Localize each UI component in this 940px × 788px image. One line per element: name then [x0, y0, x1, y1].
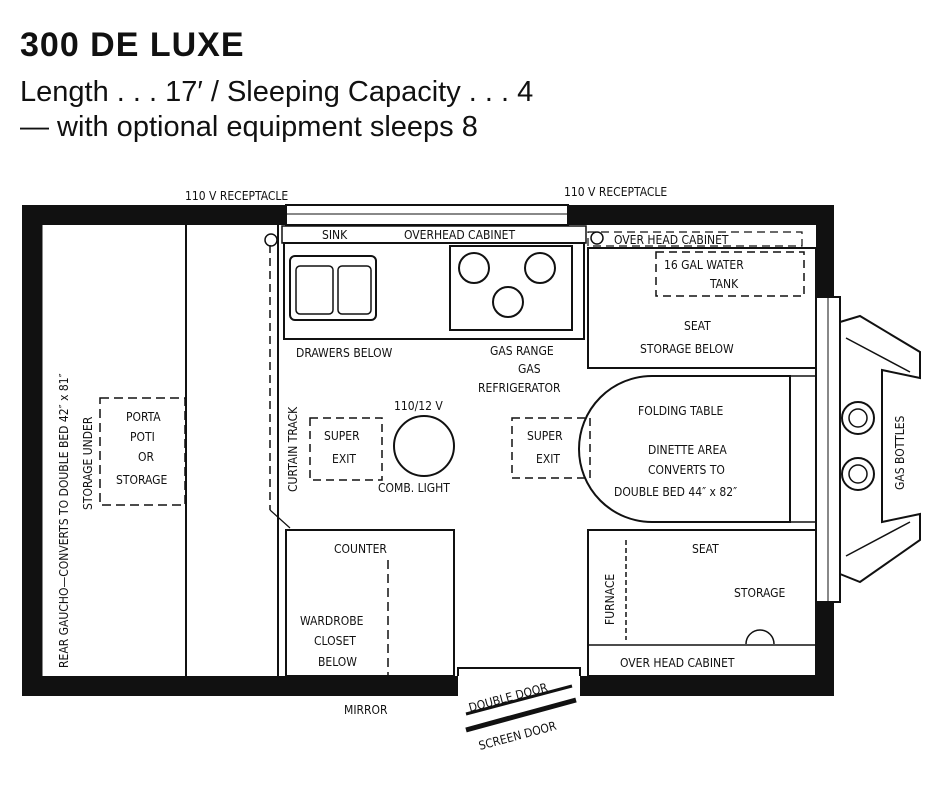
- curtain-track-label: CURTAIN TRACK: [286, 406, 300, 492]
- screen-door: [465, 697, 577, 733]
- super-exit-left: [309, 417, 383, 481]
- overhead-cabinet-top-label: OVERHEAD CABINET: [404, 228, 515, 242]
- wall-bottom-right: [580, 676, 834, 696]
- receptacle-right-icon: [590, 231, 604, 245]
- furnace-label: FURNACE: [603, 574, 617, 625]
- water-tank: [655, 251, 805, 297]
- below-label: BELOW: [318, 655, 357, 669]
- specs-line-capacity: — with optional equipment sleeps 8: [20, 111, 478, 143]
- storage-below-label: STORAGE BELOW: [640, 342, 734, 356]
- water-tank-label-1: 16 GAL WATER: [664, 258, 744, 272]
- burner-3: [492, 286, 524, 318]
- drawers-below-label: DRAWERS BELOW: [296, 346, 393, 360]
- gas-bottles-label: GAS BOTTLES: [893, 415, 907, 490]
- water-tank-label-2: TANK: [709, 277, 739, 291]
- storage-bottom-label: STORAGE: [734, 586, 785, 600]
- galley-counter: [283, 242, 585, 340]
- sink-outer: [289, 255, 377, 321]
- dinette-label-1: DINETTE AREA: [648, 443, 727, 457]
- closet-label: CLOSET: [314, 634, 356, 648]
- counter-label: COUNTER: [334, 542, 387, 556]
- receptacle-right-label: 110 V RECEPTACLE: [564, 185, 667, 199]
- porta-poti-storage: [99, 397, 186, 506]
- super-exit-right-label-2: EXIT: [536, 452, 560, 466]
- receptacle-left-icon: [264, 233, 278, 247]
- sink-label: SINK: [322, 228, 348, 242]
- porta-label: PORTA: [126, 410, 161, 424]
- super-exit-right: [511, 417, 591, 479]
- overhead-cabinet-right-label: OVER HEAD CABINET: [614, 233, 729, 247]
- gas-range-label: GAS RANGE: [490, 344, 554, 358]
- light-voltage-label: 110/12 V: [394, 399, 443, 413]
- gas-range: [449, 245, 573, 331]
- burner-2: [524, 252, 556, 284]
- gas-bottle-1: [841, 401, 875, 435]
- overhead-cabinet-bottom-label: OVER HEAD CABINET: [620, 656, 735, 670]
- double-door: [465, 684, 573, 716]
- overhead-cabinet-right: [587, 231, 803, 247]
- wall-bottom-left: [22, 676, 458, 696]
- wall-right-upper: [816, 205, 834, 297]
- door-opening: [457, 667, 581, 676]
- refrigerator-label: REFRIGERATOR: [478, 381, 561, 395]
- wall-top-left: [22, 205, 286, 225]
- storage-under-label: STORAGE UNDER: [81, 416, 95, 510]
- wardrobe-label: WARDROBE: [300, 614, 364, 628]
- rear-gaucho-label: REAR GAUCHO—CONVERTS TO DOUBLE BED 42″ x…: [57, 373, 71, 668]
- comb-light: [393, 415, 455, 477]
- gas-label: GAS: [518, 362, 541, 376]
- folding-table-label: FOLDING TABLE: [638, 404, 724, 418]
- super-exit-right-label-1: SUPER: [527, 429, 563, 443]
- counter-wardrobe: [285, 529, 455, 677]
- dinette-label-2: CONVERTS TO: [648, 463, 725, 477]
- mirror-label: MIRROR: [344, 703, 388, 717]
- or-label: OR: [138, 450, 154, 464]
- dinette-label-3: DOUBLE BED 44″ x 82″: [614, 485, 737, 499]
- storage-label: STORAGE: [116, 473, 167, 487]
- furnace-vent: [745, 629, 775, 645]
- gas-bottle-2: [841, 457, 875, 491]
- top-window: [285, 204, 569, 226]
- receptacle-left-label: 110 V RECEPTACLE: [185, 189, 288, 203]
- super-exit-left-label-1: SUPER: [324, 429, 360, 443]
- wall-left: [22, 205, 42, 696]
- wall-right-lower: [816, 602, 834, 696]
- model-title: 300 DE LUXE: [20, 26, 245, 64]
- wall-top-right: [568, 205, 834, 225]
- comb-light-label: COMB. LIGHT: [378, 481, 450, 495]
- burner-1: [458, 252, 490, 284]
- super-exit-left-label-2: EXIT: [332, 452, 356, 466]
- specs-line-length: Length . . . 17′ / Sleeping Capacity . .…: [20, 76, 534, 108]
- poti-label: POTI: [130, 430, 155, 444]
- seat-bottom-label: SEAT: [692, 542, 719, 556]
- seat-top-label: SEAT: [684, 319, 711, 333]
- folding-table: [578, 375, 791, 523]
